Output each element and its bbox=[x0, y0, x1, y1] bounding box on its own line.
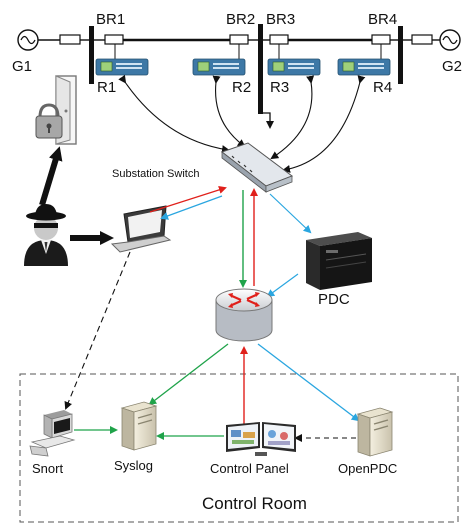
tower-server-icon bbox=[356, 407, 394, 457]
resistor-icon bbox=[411, 34, 433, 45]
power-source-icon bbox=[439, 29, 461, 51]
attack-arrow-door bbox=[39, 146, 63, 206]
bus-bar-2 bbox=[258, 24, 263, 114]
generator-g1-label: G1 bbox=[12, 58, 32, 75]
padlock-door-icon bbox=[35, 75, 77, 145]
relay-r3 bbox=[267, 58, 321, 76]
breaker-br1-label: BR1 bbox=[96, 11, 125, 28]
breaker-br3-label: BR3 bbox=[266, 11, 295, 28]
breaker-br2-label: BR2 bbox=[226, 11, 255, 28]
load-arrow bbox=[263, 112, 274, 129]
link-switch-pdc bbox=[269, 193, 312, 234]
control-room-box bbox=[19, 373, 459, 523]
breaker-br4-label: BR4 bbox=[368, 11, 397, 28]
hacker-icon bbox=[24, 204, 68, 266]
breaker-br2 bbox=[229, 34, 249, 45]
breaker-br3 bbox=[269, 34, 289, 45]
link-r2-switch bbox=[212, 75, 246, 148]
host-openpdc-label: OpenPDC bbox=[338, 461, 397, 476]
host-control-panel-label: Control Panel bbox=[210, 461, 289, 476]
pdc-server-icon bbox=[306, 232, 372, 290]
relay-r2 bbox=[192, 58, 246, 76]
relay-r4-label: R4 bbox=[373, 79, 392, 96]
control-room-title: Control Room bbox=[202, 494, 307, 513]
link-r1-switch bbox=[118, 74, 230, 154]
link-switch-laptop-blue bbox=[160, 195, 223, 220]
power-line bbox=[17, 24, 461, 129]
relay-r1 bbox=[95, 58, 149, 76]
link-router-syslog bbox=[148, 343, 229, 406]
link-pdc-router bbox=[266, 273, 299, 298]
laptop-icon bbox=[110, 205, 172, 253]
pdc-label: PDC bbox=[318, 291, 350, 308]
generator-g2-label: G2 bbox=[442, 58, 462, 75]
link-router-openpdc bbox=[257, 343, 360, 422]
relay-r4 bbox=[337, 58, 391, 76]
tower-server-icon bbox=[120, 401, 158, 451]
breaker-br1 bbox=[104, 34, 124, 45]
link-r4-switch bbox=[282, 75, 366, 173]
relay-r1-label: R1 bbox=[97, 79, 116, 96]
host-snort-label: Snort bbox=[32, 461, 63, 476]
link-laptop-snort-dashed bbox=[64, 251, 131, 410]
resistor-icon bbox=[59, 34, 81, 45]
bus-bar-3 bbox=[398, 26, 403, 84]
monitor-icon bbox=[226, 422, 296, 456]
power-source-icon bbox=[17, 29, 39, 51]
router-icon bbox=[215, 288, 273, 342]
relay-r3-label: R3 bbox=[270, 79, 289, 96]
breaker-br4 bbox=[371, 34, 391, 45]
network-switch-icon bbox=[220, 142, 294, 193]
desktop-computer-icon bbox=[29, 410, 76, 457]
switch-label: Substation Switch bbox=[112, 168, 199, 180]
link-laptop-switch-red bbox=[149, 186, 227, 213]
bus-bar-1 bbox=[89, 26, 94, 84]
relay-r2-label: R2 bbox=[232, 79, 251, 96]
host-syslog-label: Syslog bbox=[114, 458, 153, 473]
